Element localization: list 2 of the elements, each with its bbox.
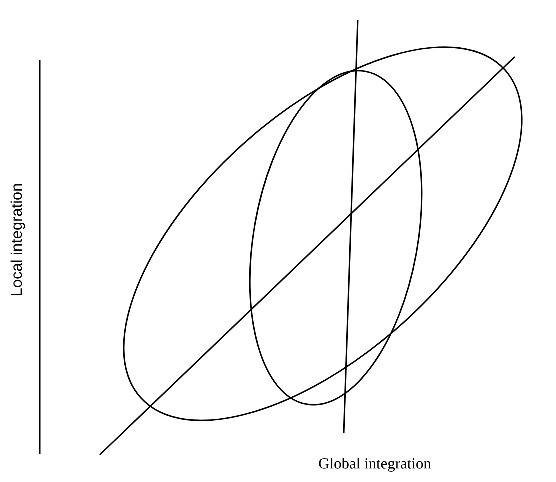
axis-label: Global integration bbox=[319, 458, 432, 472]
axis-label: Local integration bbox=[10, 184, 26, 296]
